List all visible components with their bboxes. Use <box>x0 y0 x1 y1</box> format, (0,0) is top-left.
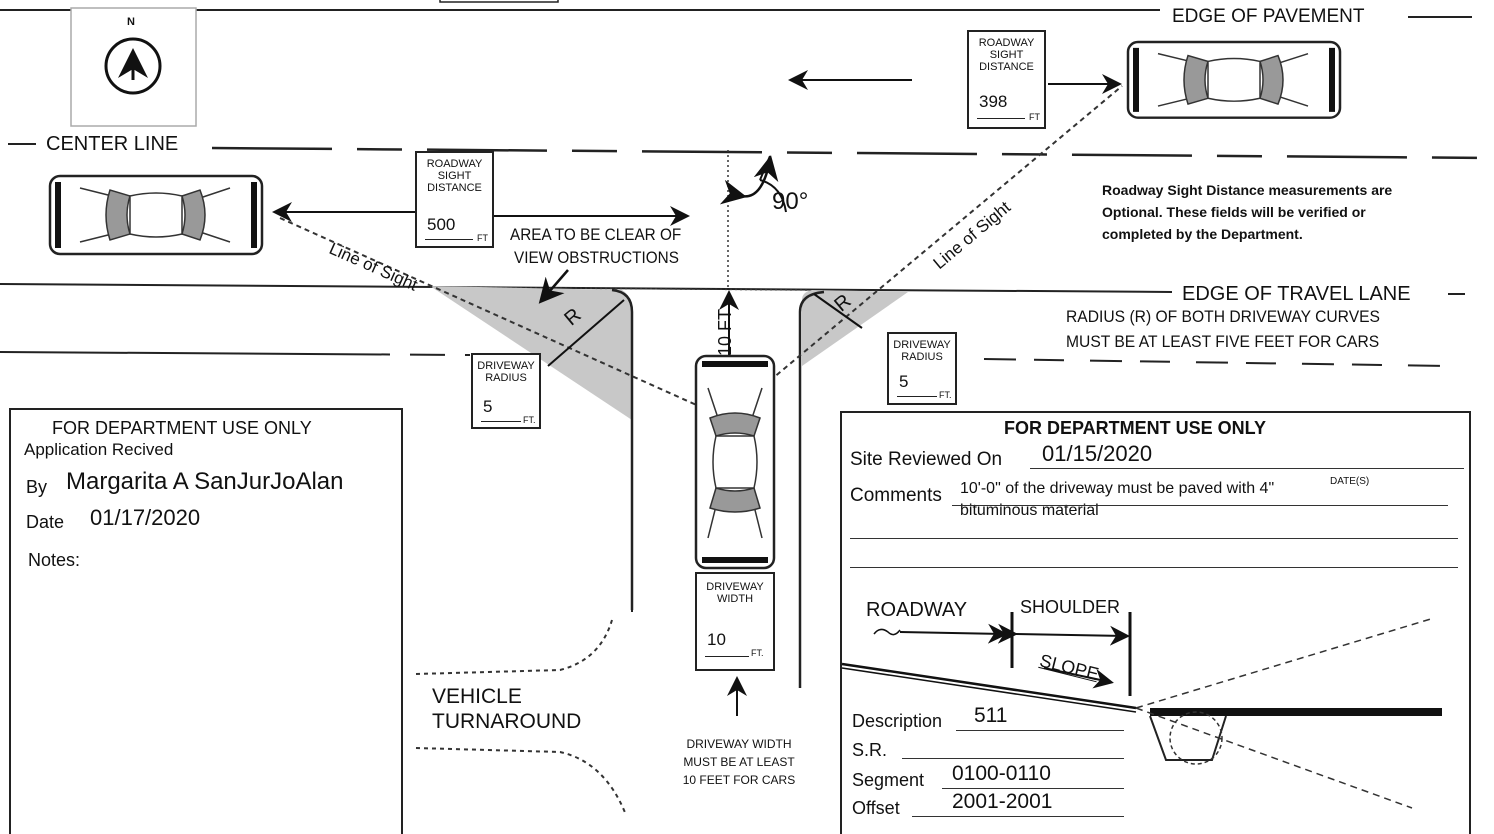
radius-note-line-2: MUST BE AT LEAST FIVE FEET FOR CARS <box>1066 332 1380 351</box>
date-label: Date <box>26 512 65 532</box>
segment-line <box>942 788 1124 789</box>
comments-blank-line <box>850 567 1458 568</box>
sign-title-line: RADIUS <box>901 351 943 363</box>
sign-title-line: DISTANCE <box>979 61 1034 73</box>
vehicle-turnaround-line-2: TURNAROUND <box>432 710 582 733</box>
north-label: N <box>127 16 135 28</box>
offset-label: Offset <box>852 798 900 818</box>
sign-unit: FT. <box>751 648 764 658</box>
driveway-radius-left-sign: DRIVEWAY RADIUS 5 FT. <box>471 353 541 429</box>
sight-distance-left-sign: ROADWAY SIGHT DISTANCE 500 FT <box>415 151 494 248</box>
segment-label: Segment <box>852 770 925 790</box>
site-reviewed-label: Site Reviewed On <box>850 449 1003 470</box>
edge-of-travel-lane-label: EDGE OF TRAVEL LANE <box>1182 283 1411 305</box>
driveway-width-note-line-1: DRIVEWAY WIDTH <box>686 737 792 751</box>
radius-note-line-1: RADIUS (R) OF BOTH DRIVEWAY CURVES <box>1066 307 1380 326</box>
sight-distance-right-value: 398 <box>979 92 1008 111</box>
sr-line <box>902 758 1124 759</box>
sign-title-line: DRIVEWAY <box>893 339 951 351</box>
sight-distance-left-value: 500 <box>427 215 456 234</box>
by-label: By <box>26 477 48 497</box>
application-received-label: Application Recived <box>24 440 174 459</box>
sign-title-line: SIGHT <box>989 49 1024 61</box>
optional-note-line-2: Optional. These fields will be verified … <box>1102 204 1366 220</box>
sign-underline <box>425 239 473 240</box>
sign-unit: FT <box>477 233 488 243</box>
driveway-width-note-line-2: MUST BE AT LEAST <box>683 755 795 769</box>
comments-line <box>952 505 1448 506</box>
vehicle-turnaround-line-1: VEHICLE <box>432 685 522 708</box>
optional-note-line-3: completed by the Department. <box>1102 226 1303 242</box>
comments-line-2: bituminous material <box>960 502 1099 519</box>
sign-underline <box>897 396 937 397</box>
sign-title-line: DISTANCE <box>427 182 482 194</box>
sign-unit: FT <box>1029 112 1040 122</box>
sign-title-line: WIDTH <box>716 593 754 605</box>
segment-value: 0100-0110 <box>952 762 1051 785</box>
right-box-heading: FOR DEPARTMENT USE ONLY <box>1004 418 1267 438</box>
description-label: Description <box>852 711 943 731</box>
site-reviewed-line <box>1030 468 1464 469</box>
driveway-radius-right-value: 5 <box>899 372 909 391</box>
angle-label: 90° <box>772 188 809 215</box>
sight-distance-right-sign: ROADWAY SIGHT DISTANCE 398 FT <box>967 30 1046 129</box>
edge-of-pavement-label: EDGE OF PAVEMENT <box>1172 6 1365 28</box>
sign-unit: FT. <box>939 390 952 400</box>
site-reviewed-value: 01/15/2020 <box>1042 441 1153 466</box>
sign-title-line: DRIVEWAY <box>706 581 764 593</box>
center-line-label: CENTER LINE <box>46 133 179 155</box>
sign-title-line: DRIVEWAY <box>477 360 535 372</box>
sign-title-line: ROADWAY <box>978 37 1035 49</box>
driveway-radius-right-sign: DRIVEWAY RADIUS 5 FT. <box>887 332 957 405</box>
area-clear-line-1: AREA TO BE CLEAR OF <box>510 225 682 244</box>
left-box-heading: FOR DEPARTMENT USE ONLY <box>52 418 312 438</box>
sign-underline <box>977 118 1025 119</box>
driveway-width-note-line-3: 10 FEET FOR CARS <box>682 773 796 787</box>
comments-line-1: 10'-0" of the driveway must be paved wit… <box>960 480 1275 497</box>
notes-label: Notes: <box>28 550 81 570</box>
driveway-width-sign: DRIVEWAY WIDTH 10 FT. <box>695 572 775 671</box>
sign-title-line: SIGHT <box>437 170 472 182</box>
offset-line <box>912 816 1124 817</box>
comments-blank-line <box>850 538 1458 539</box>
ten-ft-label: 10 FT <box>715 308 736 357</box>
sign-underline <box>705 656 749 657</box>
shoulder-label: SHOULDER <box>1020 597 1121 617</box>
description-value: 511 <box>974 704 1008 727</box>
offset-value: 2001-2001 <box>952 790 1053 813</box>
area-clear-line-2: VIEW OBSTRUCTIONS <box>514 248 679 267</box>
sign-underline <box>481 421 521 422</box>
sign-title-line: ROADWAY <box>426 158 483 170</box>
driveway-radius-left-value: 5 <box>483 397 493 416</box>
driveway-width-value: 10 <box>707 630 726 649</box>
date-value: 01/17/2020 <box>90 505 201 530</box>
description-line <box>956 730 1124 731</box>
comments-label: Comments <box>850 485 942 506</box>
dates-label: DATE(S) <box>1330 476 1370 487</box>
sign-unit: FT. <box>523 415 536 425</box>
by-value: Margarita A SanJurJoAlan <box>66 468 344 495</box>
sign-title-line: RADIUS <box>485 372 527 384</box>
optional-note-line-1: Roadway Sight Distance measurements are <box>1102 182 1393 198</box>
roadway-label: ROADWAY <box>866 599 968 621</box>
sr-label: S.R. <box>852 740 888 760</box>
